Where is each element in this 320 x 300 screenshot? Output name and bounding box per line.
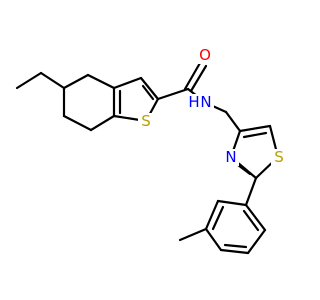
amide-nitrogen-label: N [200, 93, 211, 111]
bond-bz-4-5-double [223, 243, 248, 249]
amide-hydrogen-label: H [188, 93, 199, 111]
bond-thio-c3a-c3 [112, 76, 143, 90]
bond-bz-2-3-double [211, 205, 225, 231]
bond-ethyl-ch3 [15, 71, 43, 90]
bond-thio-c3-c2 [139, 76, 160, 101]
bond-ring-c7a-c7 [89, 114, 116, 132]
bond-bz-5-6 [246, 228, 267, 255]
bond-bz-3-4 [204, 227, 223, 252]
bond-ring-c7-c6 [62, 114, 93, 132]
bond-bz-4-5 [219, 248, 250, 255]
bond-thz-c4-c5-double [242, 131, 268, 139]
atom-labels: O N H S N S [138, 46, 287, 166]
oxygen-label: O [199, 46, 211, 64]
bond-ethyl-ch2 [39, 71, 66, 90]
bond-carbonyl-o-a [183, 61, 202, 91]
thiazole-sulfur-label: S [274, 148, 284, 166]
thiazole-nitrogen-label: N [225, 148, 236, 166]
bond-ring-c4-c3a [86, 73, 116, 90]
bond-c2-carbonyl [156, 87, 190, 101]
bond-thio-c3-c2-double [141, 84, 155, 101]
bond-thz-phenyl [244, 176, 258, 207]
bond-methyl [178, 227, 208, 242]
thiophene-sulfur-label: S [141, 112, 151, 130]
bond-thz-c4-c5 [238, 124, 272, 133]
bond-bz-6-1-double [242, 209, 260, 232]
bond-ch2-thiazole [224, 110, 242, 133]
bond-bz-6-1 [244, 203, 267, 232]
bond-ring-c5-c4 [62, 73, 90, 90]
molecule-structure: O N H S N S [15, 46, 287, 255]
bond-carbonyl-o-b [189, 64, 208, 93]
bond-bz-1-2 [216, 199, 248, 207]
bond-bz-2-3 [204, 199, 220, 231]
